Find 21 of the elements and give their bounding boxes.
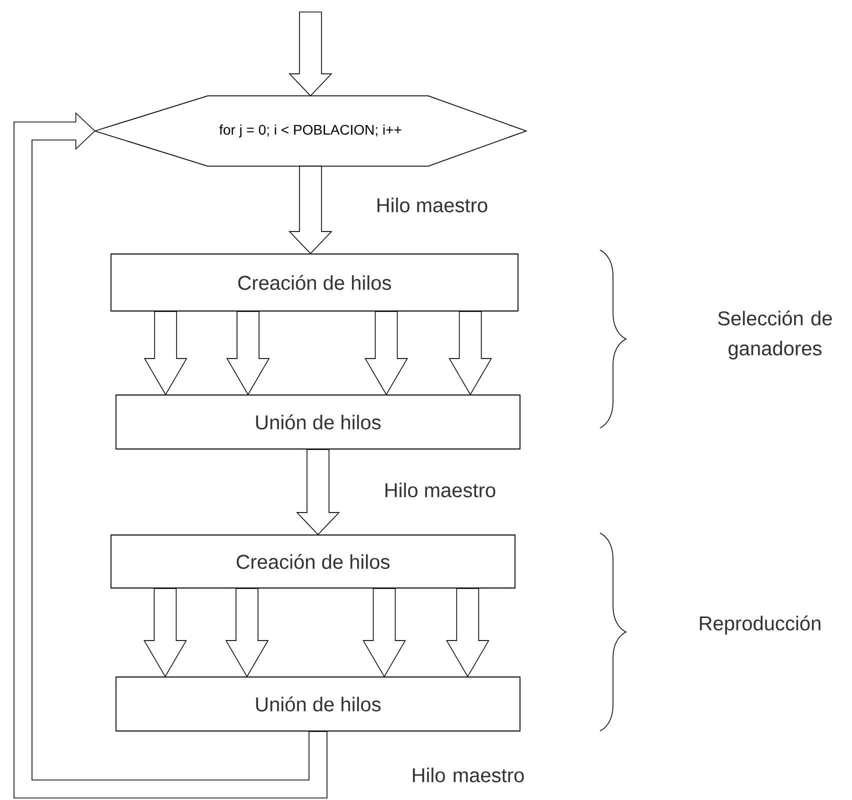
- brace-label: Hilo maestro: [412, 768, 524, 782]
- block-arrow: [288, 12, 332, 96]
- block-arrow: [448, 311, 492, 396]
- block-arrow: [362, 588, 406, 678]
- process-box: Creación de hilos: [110, 534, 516, 588]
- block-arrow: [144, 588, 187, 678]
- block-arrow: [144, 311, 188, 396]
- block-arrow: [296, 449, 340, 536]
- process-box: Creación de hilos: [110, 254, 518, 312]
- brace-label: Reproducción: [700, 616, 820, 634]
- block-arrow: [364, 311, 408, 396]
- block-arrow: [226, 311, 270, 396]
- process-box: Unión de hilos: [116, 676, 520, 732]
- edge-label: Hilo maestro: [374, 196, 490, 214]
- edge-label: Hilo maestro: [382, 482, 498, 498]
- brace-label: Selección de ganadores: [718, 310, 832, 360]
- block-arrow: [225, 588, 269, 678]
- block-arrow: [14, 112, 328, 798]
- block-arrow: [446, 588, 490, 678]
- process-box: Unión de hilos: [116, 394, 520, 450]
- block-arrow: [288, 166, 332, 254]
